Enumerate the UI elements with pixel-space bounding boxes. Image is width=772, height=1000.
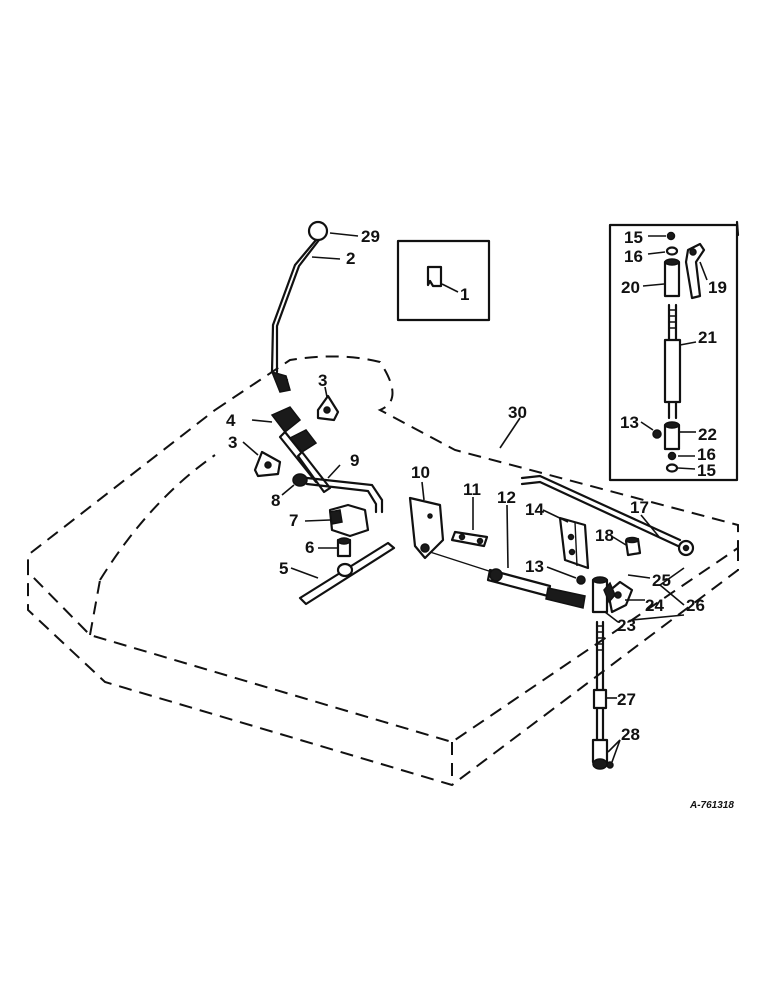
inset-box-linkage [608, 220, 740, 482]
callout-23: 23 [617, 616, 636, 635]
callout-13-inset: 13 [620, 413, 639, 432]
callout-15-bottom: 15 [697, 461, 716, 480]
callout-14: 14 [525, 500, 544, 519]
callout-6: 6 [305, 538, 314, 557]
callout-13-lower: 13 [525, 557, 544, 576]
shift-lever-assembly [270, 220, 359, 393]
callout-28: 28 [621, 725, 640, 744]
callout-30: 30 [508, 403, 527, 422]
callout-10: 10 [411, 463, 430, 482]
bracket-7 [304, 503, 370, 538]
callout-11: 11 [463, 480, 481, 499]
callout-26: 26 [686, 596, 705, 615]
drawing-code: A-761318 [689, 800, 734, 811]
bar-5 [290, 541, 396, 606]
callout-12: 12 [497, 488, 516, 507]
spacer-6 [318, 537, 352, 558]
callout-15-top: 15 [624, 228, 643, 247]
callout-5: 5 [279, 559, 288, 578]
callout-8: 8 [271, 491, 280, 510]
bracket-14 [542, 509, 590, 570]
callout-3-lower: 3 [228, 433, 237, 452]
rod-9 [305, 464, 384, 514]
lever-assembly-23-24-25 [591, 574, 651, 623]
callout-25: 25 [652, 571, 671, 590]
platform-leader-30 [499, 417, 521, 449]
callout-19: 19 [708, 278, 727, 297]
link-rod-12 [429, 504, 586, 609]
plate-10 [408, 481, 445, 560]
brake-pedals [251, 406, 332, 494]
part-1-inset [396, 239, 491, 322]
rod-27 [592, 620, 617, 742]
pin-18 [612, 536, 642, 557]
rod-17 [520, 474, 695, 557]
platform-outline [27, 355, 739, 787]
callout-7: 7 [289, 511, 298, 530]
callout-18: 18 [595, 526, 614, 545]
plate-11 [450, 497, 489, 548]
callout-29: 29 [361, 227, 380, 246]
callout-24: 24 [645, 596, 664, 615]
callout-1: 1 [460, 285, 469, 304]
clevis-28 [591, 738, 621, 770]
bushing-8 [281, 473, 308, 496]
callout-20: 20 [621, 278, 640, 297]
callout-16-bottom: 16 [697, 445, 716, 464]
bracket-26-leaders [631, 567, 685, 621]
callout-2: 2 [346, 249, 355, 268]
callout-16-top: 16 [624, 247, 643, 266]
callout-27: 27 [617, 690, 636, 709]
bracket-3-upper [316, 386, 340, 422]
callout-17: 17 [630, 498, 649, 517]
callout-labels: 1 2 3 3 4 5 6 7 8 9 10 11 12 13 13 14 15… [226, 227, 734, 811]
callout-3-upper: 3 [318, 371, 327, 390]
bracket-3-lower [242, 441, 282, 478]
callout-21: 21 [698, 328, 717, 347]
callout-9: 9 [350, 451, 359, 470]
callout-4: 4 [226, 411, 236, 430]
callout-22: 22 [698, 425, 717, 444]
nut-13-lower [546, 566, 586, 585]
